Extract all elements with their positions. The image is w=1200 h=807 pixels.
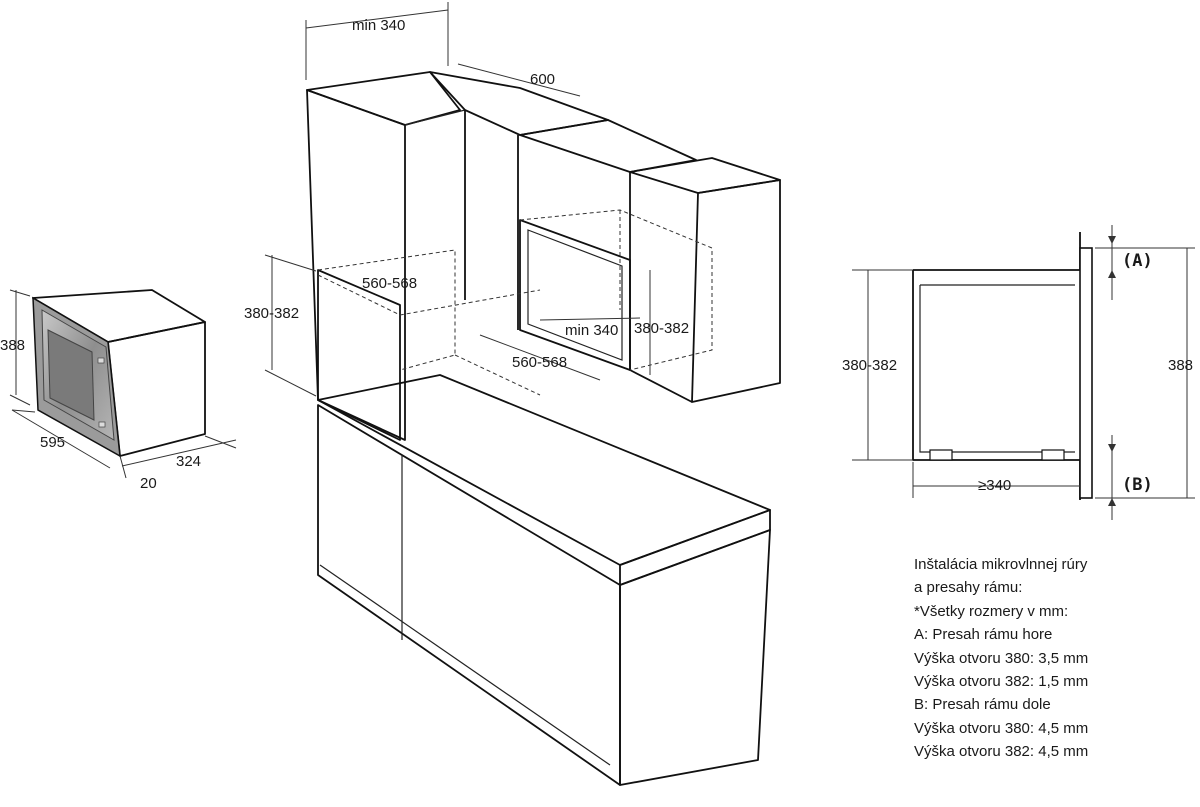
note-line: a presahy rámu:: [914, 579, 1023, 597]
section-depth-label: ≥340: [978, 477, 1011, 494]
unit-width-label: 595: [40, 434, 65, 451]
cabinet-opening-height-label: 380-382: [244, 305, 299, 322]
unit-frame-label: 20: [140, 475, 157, 492]
note-line: Inštalácia mikrovlnnej rúry: [914, 556, 1088, 573]
note-line: Výška otvoru 382: 4,5 mm: [914, 743, 1089, 761]
section-opening-height-label: 380-382: [842, 357, 897, 374]
installation-notes: Inštalácia mikrovlnnej rúry a presahy rá…: [914, 553, 1184, 764]
note-line: Výška otvoru 380: 3,5 mm: [914, 649, 1089, 667]
unit-height-label: 388: [0, 337, 25, 354]
section-view: [852, 225, 1195, 520]
note-line: Výška otvoru 380: 4,5 mm: [914, 719, 1089, 737]
cabinet-top-width-label: min 340: [352, 17, 405, 34]
frame-a-label: (A): [1122, 251, 1153, 271]
note-line: A: Presah rámu hore: [914, 626, 1053, 644]
note-line: *Všetky rozmery v mm:: [914, 602, 1069, 620]
section-total-height-label: 388: [1168, 357, 1193, 374]
note-line: Výška otvoru 382: 1,5 mm: [914, 673, 1089, 691]
cabinet-right-height-label: 380-382: [634, 320, 689, 337]
unit-depth-label: 324: [176, 453, 201, 470]
kitchen-cabinet: [264, 2, 781, 786]
cabinet-opening-width-label: 560-568: [362, 275, 417, 292]
note-line: B: Presah rámu dole: [914, 696, 1051, 714]
cabinet-right-width-label: 560-568: [512, 354, 567, 371]
microwave-unit: [9, 289, 237, 479]
cabinet-top-depth-label: 600: [530, 71, 555, 88]
frame-b-label: (B): [1122, 475, 1153, 495]
cabinet-inner-depth-label: min 340: [565, 322, 618, 339]
